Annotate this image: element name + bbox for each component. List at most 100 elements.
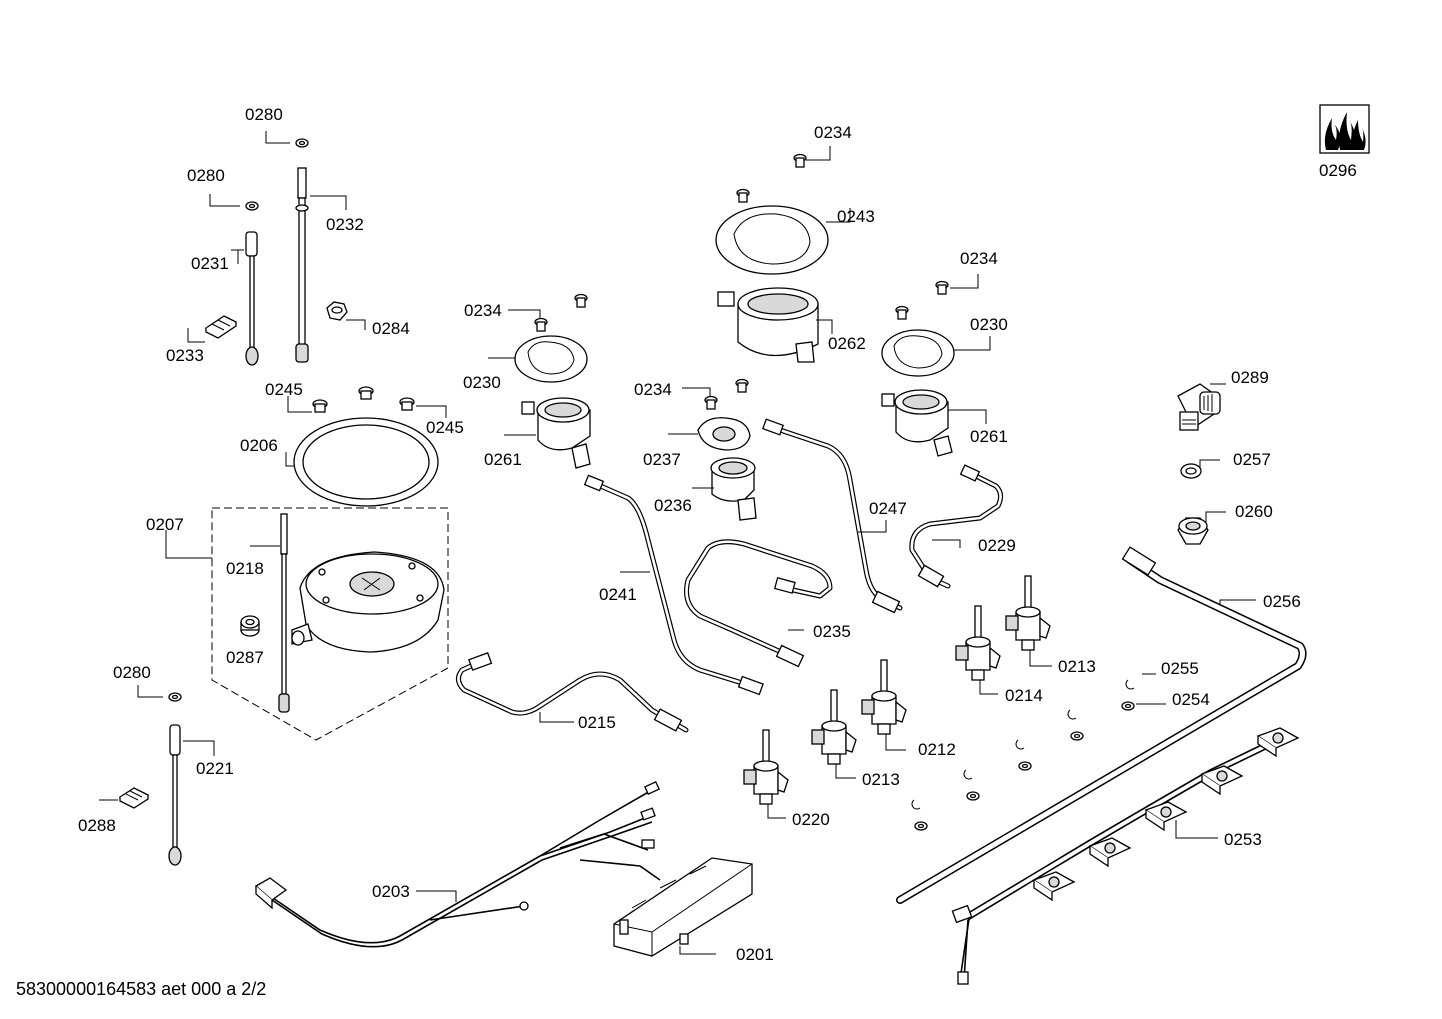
gas-valve-0220 (743, 729, 789, 805)
screw-0234-right-a (935, 280, 949, 295)
ignition-switch-5 (1032, 871, 1076, 902)
label-0287: 0287 (226, 648, 264, 667)
label-0207: 0207 (146, 515, 184, 534)
label-0237: 0237 (643, 450, 681, 469)
washer-0257 (1180, 463, 1202, 479)
clip-0233 (204, 315, 238, 339)
label-0230-b: 0230 (970, 315, 1008, 334)
screw-0234-top (793, 153, 807, 168)
elbow-connector-0289 (1177, 383, 1221, 431)
clip-0255-set (911, 679, 1135, 810)
label-0232: 0232 (326, 215, 364, 234)
ignition-switch-4 (1088, 837, 1132, 868)
label-0203: 0203 (372, 882, 410, 901)
wiring-harness-0203 (254, 780, 661, 948)
gas-valve-0212 (861, 659, 907, 735)
screw-0234-centre-b (735, 378, 749, 393)
label-0229: 0229 (978, 536, 1016, 555)
gas-valve-0213-left (811, 689, 857, 765)
label-0261-a: 0261 (484, 450, 522, 469)
ignition-switch-3 (1144, 801, 1188, 832)
pipe-0229 (909, 464, 1004, 589)
label-0288: 0288 (78, 816, 116, 835)
screw-0234-small-left-a (534, 317, 548, 332)
gasket-0237 (697, 417, 751, 451)
label-0201: 0201 (736, 945, 774, 964)
nut-0260 (1177, 517, 1209, 545)
label-0247: 0247 (869, 499, 907, 518)
washer-0280-top (295, 138, 309, 148)
label-0254: 0254 (1172, 690, 1210, 709)
gasket-0243 (715, 205, 829, 275)
label-0234-b: 0234 (814, 123, 852, 142)
screw-0234-right-b (895, 305, 909, 320)
washer-0280-mid (245, 201, 259, 211)
label-0256: 0256 (1263, 592, 1301, 611)
label-0231: 0231 (191, 254, 229, 273)
label-0234-d: 0234 (960, 249, 998, 268)
label-0236: 0236 (654, 496, 692, 515)
gasket-0230-left (514, 335, 588, 383)
label-0212: 0212 (918, 740, 956, 759)
gas-symbol-icon (1319, 104, 1370, 154)
label-0296: 0296 (1319, 161, 1357, 180)
ignition-switch-1 (1256, 727, 1300, 758)
label-0234-a: 0234 (464, 301, 502, 320)
document-reference: 58300000164583 aet 000 a 2/2 (16, 979, 267, 999)
label-0261-b: 0261 (970, 427, 1008, 446)
label-0215: 0215 (578, 713, 616, 732)
ignition-switch-2 (1200, 765, 1244, 796)
label-0280-b: 0280 (187, 166, 225, 185)
thermocouple-0232 (295, 167, 309, 363)
label-0230-a: 0230 (463, 373, 501, 392)
label-0253: 0253 (1224, 830, 1262, 849)
gasket-0230-right (881, 329, 955, 377)
label-0241: 0241 (599, 585, 637, 604)
label-0206: 0206 (240, 436, 278, 455)
screw-0234-top-left (736, 188, 750, 203)
label-0218: 0218 (226, 559, 264, 578)
label-0245-b: 0245 (426, 418, 464, 437)
burner-cup-0261-right (881, 389, 953, 457)
clip-0288 (118, 787, 150, 809)
label-0214: 0214 (1005, 686, 1043, 705)
burner-cup-0261-left (521, 397, 591, 469)
label-0255: 0255 (1161, 659, 1199, 678)
spark-generator-0201 (613, 857, 753, 957)
gas-valve-0214 (955, 605, 1001, 681)
kit-outline-0207 (211, 507, 449, 741)
label-0289: 0289 (1231, 368, 1269, 387)
screw-0234-small-left-b (574, 293, 588, 308)
burner-cup-0262 (717, 287, 819, 363)
label-0221: 0221 (196, 759, 234, 778)
screw-0234-centre-a (704, 395, 718, 410)
label-0213-b: 0213 (862, 770, 900, 789)
supply-tube-0256 (896, 546, 1307, 904)
label-0260: 0260 (1235, 502, 1273, 521)
screw-0245-c (399, 397, 415, 411)
washer-0254-set (914, 701, 1135, 831)
label-0262: 0262 (828, 334, 866, 353)
ignition-switch-harness-0253 (951, 727, 1300, 985)
wok-burner-body (291, 551, 445, 653)
screw-0245-b (358, 386, 374, 400)
washer-0280-bottom (168, 692, 182, 702)
label-0234-c: 0234 (634, 380, 672, 399)
label-0280-c: 0280 (113, 663, 151, 682)
spark-electrode-0231 (245, 231, 259, 366)
screw-0245-a (312, 399, 328, 413)
pipe-0241 (583, 474, 764, 696)
pipe-0215 (456, 652, 689, 733)
pipe-0235 (684, 539, 833, 668)
label-0213-a: 0213 (1058, 657, 1096, 676)
spark-electrode-0221 (168, 724, 182, 866)
label-0284: 0284 (372, 319, 410, 338)
label-0245-a: 0245 (265, 380, 303, 399)
label-0220: 0220 (792, 810, 830, 829)
label-0233: 0233 (166, 346, 204, 365)
gasket-ring-0206 (293, 417, 439, 507)
label-0243: 0243 (837, 207, 875, 226)
gas-valve-0213-right (1005, 575, 1051, 651)
label-0257: 0257 (1233, 450, 1271, 469)
